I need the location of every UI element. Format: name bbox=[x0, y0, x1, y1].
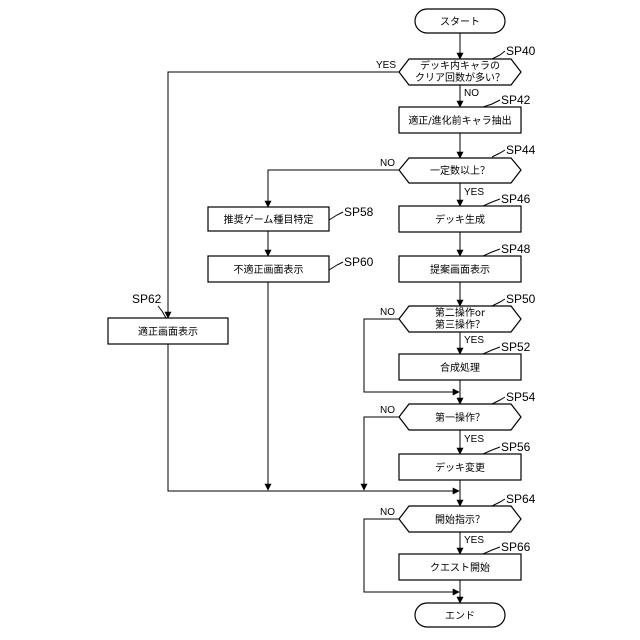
step-label-sp60: SP60 bbox=[344, 255, 374, 269]
branch-label-sp64-yes: YES bbox=[464, 535, 484, 546]
branch-label-sp44-no: NO bbox=[380, 158, 395, 169]
process-sp52: 合成処理 bbox=[399, 354, 521, 380]
sp66-label: クエスト開始 bbox=[430, 561, 490, 574]
branch-label-sp40-yes: YES bbox=[376, 60, 396, 71]
sp50-label-line1: 第二操作or bbox=[435, 306, 486, 319]
leader-sp56 bbox=[483, 447, 500, 454]
sp40-label-line1: デッキ内キャラの bbox=[420, 59, 500, 72]
process-sp56: デッキ変更 bbox=[399, 454, 521, 480]
sp42-label: 適正/進化前キャラ抽出 bbox=[408, 114, 511, 127]
decision-sp64: 開始指示？ bbox=[399, 506, 521, 532]
decision-sp44: 一定数以上？ bbox=[399, 158, 521, 183]
step-label-sp66: SP66 bbox=[501, 540, 531, 554]
sp54-label: 第一操作？ bbox=[435, 411, 485, 424]
leader-sp52 bbox=[483, 347, 500, 354]
sp56-label: デッキ変更 bbox=[435, 461, 485, 474]
branch-label-sp64-no: NO bbox=[380, 507, 395, 518]
leader-sp62 bbox=[158, 306, 166, 318]
end-label: エンド bbox=[445, 611, 475, 622]
step-label-sp46: SP46 bbox=[501, 192, 531, 206]
sp64-label: 開始指示？ bbox=[435, 513, 485, 526]
branch-label-sp44-yes: YES bbox=[464, 187, 484, 198]
step-label-sp40: SP40 bbox=[506, 44, 536, 58]
edge-sp54-no-bypass bbox=[364, 417, 399, 490]
leader-sp40 bbox=[492, 51, 505, 59]
step-label-sp58: SP58 bbox=[344, 205, 374, 219]
leader-sp60 bbox=[329, 262, 343, 270]
decision-sp40: デッキ内キャラの クリア回数が多い？ bbox=[399, 59, 521, 85]
leader-sp46 bbox=[483, 199, 500, 206]
leader-sp58 bbox=[329, 212, 343, 220]
start-label: スタート bbox=[440, 16, 480, 28]
step-label-sp48: SP48 bbox=[501, 242, 531, 256]
branch-label-sp50-yes: YES bbox=[464, 335, 484, 346]
leader-sp54 bbox=[492, 397, 505, 404]
decision-sp54: 第一操作？ bbox=[399, 404, 521, 430]
leader-sp64 bbox=[492, 499, 505, 506]
sp40-label-line2: クリア回数が多い？ bbox=[415, 71, 505, 84]
process-sp42: 適正/進化前キャラ抽出 bbox=[399, 107, 521, 133]
step-label-sp54: SP54 bbox=[506, 390, 536, 404]
branch-label-sp54-no: NO bbox=[380, 405, 395, 416]
sp62-label: 適正画面表示 bbox=[138, 325, 198, 338]
decision-sp50: 第二操作or 第三操作？ bbox=[399, 306, 521, 332]
step-label-sp42: SP42 bbox=[501, 93, 531, 107]
sp50-label-line2: 第三操作？ bbox=[435, 318, 485, 331]
leader-sp42 bbox=[483, 100, 500, 107]
sp44-label: 一定数以上？ bbox=[430, 164, 490, 177]
process-sp48: 提案画面表示 bbox=[399, 256, 521, 282]
edge-sp44-no-sp58 bbox=[268, 170, 399, 207]
sp52-label: 合成処理 bbox=[440, 361, 480, 374]
sp58-label: 推奨ゲーム種目特定 bbox=[224, 213, 314, 226]
process-sp66: クエスト開始 bbox=[399, 554, 521, 580]
branch-label-sp54-yes: YES bbox=[464, 434, 484, 445]
leader-sp50 bbox=[492, 299, 505, 306]
step-label-sp44: SP44 bbox=[506, 143, 536, 157]
step-label-sp52: SP52 bbox=[501, 340, 531, 354]
leader-sp44 bbox=[492, 150, 505, 157]
leader-sp66 bbox=[483, 547, 500, 554]
step-label-sp64: SP64 bbox=[506, 492, 536, 506]
node-end: エンド bbox=[415, 603, 505, 627]
process-sp62: 適正画面表示 bbox=[108, 318, 228, 344]
step-label-sp62: SP62 bbox=[132, 292, 162, 306]
step-label-sp56: SP56 bbox=[501, 440, 531, 454]
branch-label-sp40-no: NO bbox=[464, 88, 479, 99]
process-sp60: 不適正画面表示 bbox=[208, 256, 329, 282]
sp60-label: 不適正画面表示 bbox=[234, 263, 304, 276]
branch-label-sp50-no: NO bbox=[380, 307, 395, 318]
leader-sp48 bbox=[483, 249, 500, 256]
process-sp58: 推奨ゲーム種目特定 bbox=[208, 207, 329, 231]
step-label-sp50: SP50 bbox=[506, 292, 536, 306]
process-sp46: デッキ生成 bbox=[399, 206, 521, 232]
sp48-label: 提案画面表示 bbox=[430, 263, 490, 276]
sp46-label: デッキ生成 bbox=[435, 213, 485, 226]
node-start: スタート bbox=[415, 9, 505, 33]
